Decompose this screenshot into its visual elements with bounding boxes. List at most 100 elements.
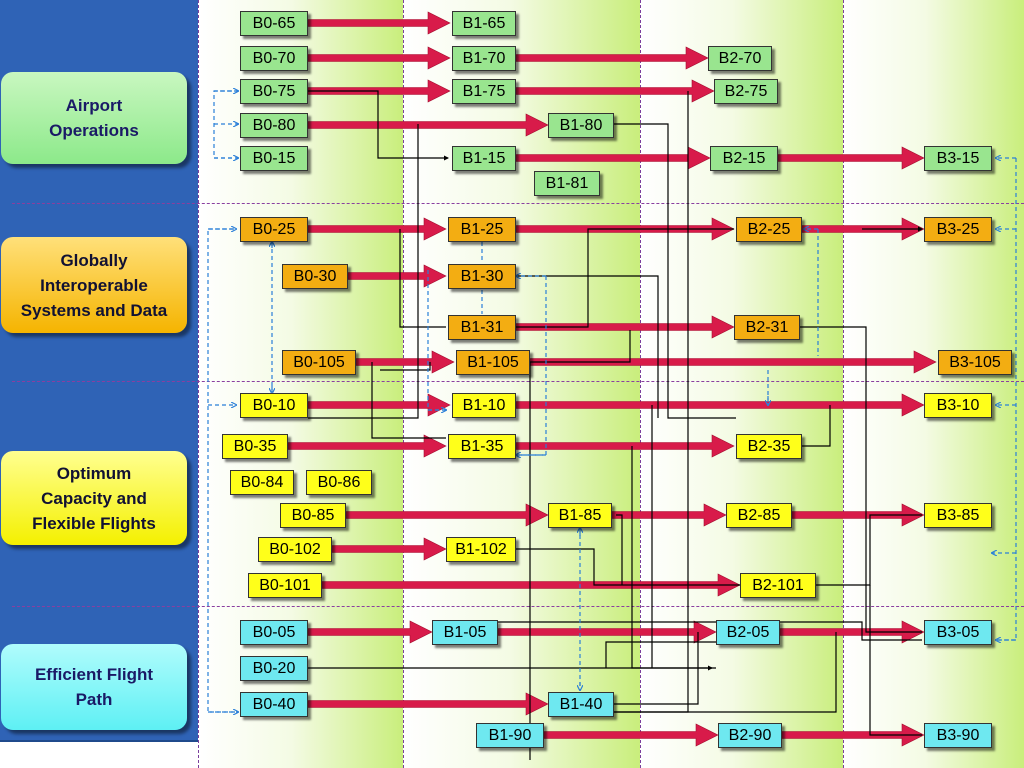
row-divider [12,606,1024,607]
evolution-arrow [307,11,451,35]
module-b2-25[interactable]: B2-25 [736,217,802,242]
module-b1-102[interactable]: B1-102 [446,537,516,562]
evolution-arrow [777,146,925,170]
module-b0-15[interactable]: B0-15 [240,146,308,171]
evolution-arrow [307,217,447,241]
sidebar-footer [0,740,198,768]
module-b0-101[interactable]: B0-101 [248,573,322,598]
category-optimum-capacity[interactable]: Optimum Capacity and Flexible Flights [1,451,187,545]
module-b0-84[interactable]: B0-84 [230,470,294,495]
column-divider [198,0,199,768]
module-b0-65[interactable]: B0-65 [240,11,308,36]
evolution-arrow [307,46,451,70]
category-efficient-flight-path[interactable]: Efficient Flight Path [1,644,187,730]
dependency-line [614,123,736,419]
module-b0-40[interactable]: B0-40 [240,692,308,717]
module-b2-05[interactable]: B2-05 [716,620,780,645]
module-b3-15[interactable]: B3-15 [924,146,992,171]
module-b0-102[interactable]: B0-102 [258,537,332,562]
evolution-arrow [307,393,451,417]
module-b0-85[interactable]: B0-85 [280,503,346,528]
category-airport-operations[interactable]: Airport Operations [1,72,187,164]
module-b1-05[interactable]: B1-05 [432,620,498,645]
module-b1-30[interactable]: B1-30 [448,264,516,289]
module-b0-20[interactable]: B0-20 [240,656,308,681]
module-b1-40[interactable]: B1-40 [548,692,614,717]
evolution-arrow [779,620,925,644]
module-b1-85[interactable]: B1-85 [548,503,612,528]
module-b0-75[interactable]: B0-75 [240,79,308,104]
evolution-arrows [287,11,937,747]
module-b0-35[interactable]: B0-35 [222,434,288,459]
evolution-arrow [345,503,549,527]
module-b1-90[interactable]: B1-90 [476,723,544,748]
evolution-arrow [791,503,925,527]
dependency-line [371,362,446,439]
dependency-line [380,362,431,371]
evolution-arrow [529,350,937,374]
module-b3-90[interactable]: B3-90 [924,723,992,748]
evolution-arrow [515,315,735,339]
module-b1-80[interactable]: B1-80 [548,113,614,138]
dependency-line [616,514,623,585]
module-b0-25[interactable]: B0-25 [240,217,308,242]
module-b1-75[interactable]: B1-75 [452,79,516,104]
evolution-arrow [611,503,727,527]
module-b2-15[interactable]: B2-15 [710,146,778,171]
module-b3-05[interactable]: B3-05 [924,620,992,645]
dependency-line [516,548,740,586]
module-b0-10[interactable]: B0-10 [240,393,308,418]
module-b1-65[interactable]: B1-65 [452,11,516,36]
evolution-arrow [355,350,455,374]
dependency-line [399,229,446,328]
module-b0-30[interactable]: B0-30 [282,264,348,289]
module-b1-25[interactable]: B1-25 [448,217,516,242]
module-b3-25[interactable]: B3-25 [924,217,992,242]
evolution-arrow [515,79,715,103]
module-b1-31[interactable]: B1-31 [448,315,516,340]
cross-link [994,158,1017,641]
module-b2-101[interactable]: B2-101 [740,573,816,598]
module-b2-31[interactable]: B2-31 [734,315,800,340]
evolution-arrow [307,113,549,137]
module-b0-86[interactable]: B0-86 [306,470,372,495]
module-b1-81[interactable]: B1-81 [534,171,600,196]
dependency-line [516,330,631,363]
module-b0-105[interactable]: B0-105 [282,350,356,375]
dependency-line [802,405,831,447]
evolution-arrow [347,264,447,288]
module-b1-35[interactable]: B1-35 [448,434,516,459]
cross-links [207,91,1017,713]
dependency-line [614,632,699,705]
column-divider [843,0,844,768]
evolution-arrow [497,620,717,644]
module-b3-85[interactable]: B3-85 [924,503,992,528]
module-b2-90[interactable]: B2-90 [718,723,782,748]
module-b2-75[interactable]: B2-75 [714,79,778,104]
module-b3-105[interactable]: B3-105 [938,350,1012,375]
evolution-arrow [515,146,711,170]
row-divider [12,203,1024,204]
evolution-arrow [331,537,447,561]
evolution-arrow [515,46,709,70]
module-b2-85[interactable]: B2-85 [726,503,792,528]
module-b1-105[interactable]: B1-105 [456,350,530,375]
module-b0-80[interactable]: B0-80 [240,113,308,138]
module-b3-10[interactable]: B3-10 [924,393,992,418]
evolution-arrow [321,573,741,597]
cross-link [207,228,238,713]
category-globally-interoperable[interactable]: Globally Interoperable Systems and Data [1,237,187,333]
module-b1-70[interactable]: B1-70 [452,46,516,71]
module-b1-10[interactable]: B1-10 [452,393,516,418]
module-b2-70[interactable]: B2-70 [708,46,772,71]
module-b0-05[interactable]: B0-05 [240,620,308,645]
row-divider [12,381,1024,382]
cross-link [427,270,446,411]
module-b2-35[interactable]: B2-35 [736,434,802,459]
dependency-line [605,641,716,668]
dependency-line [308,124,419,419]
module-b1-15[interactable]: B1-15 [452,146,516,171]
evolution-arrow [515,434,735,458]
module-b0-70[interactable]: B0-70 [240,46,308,71]
